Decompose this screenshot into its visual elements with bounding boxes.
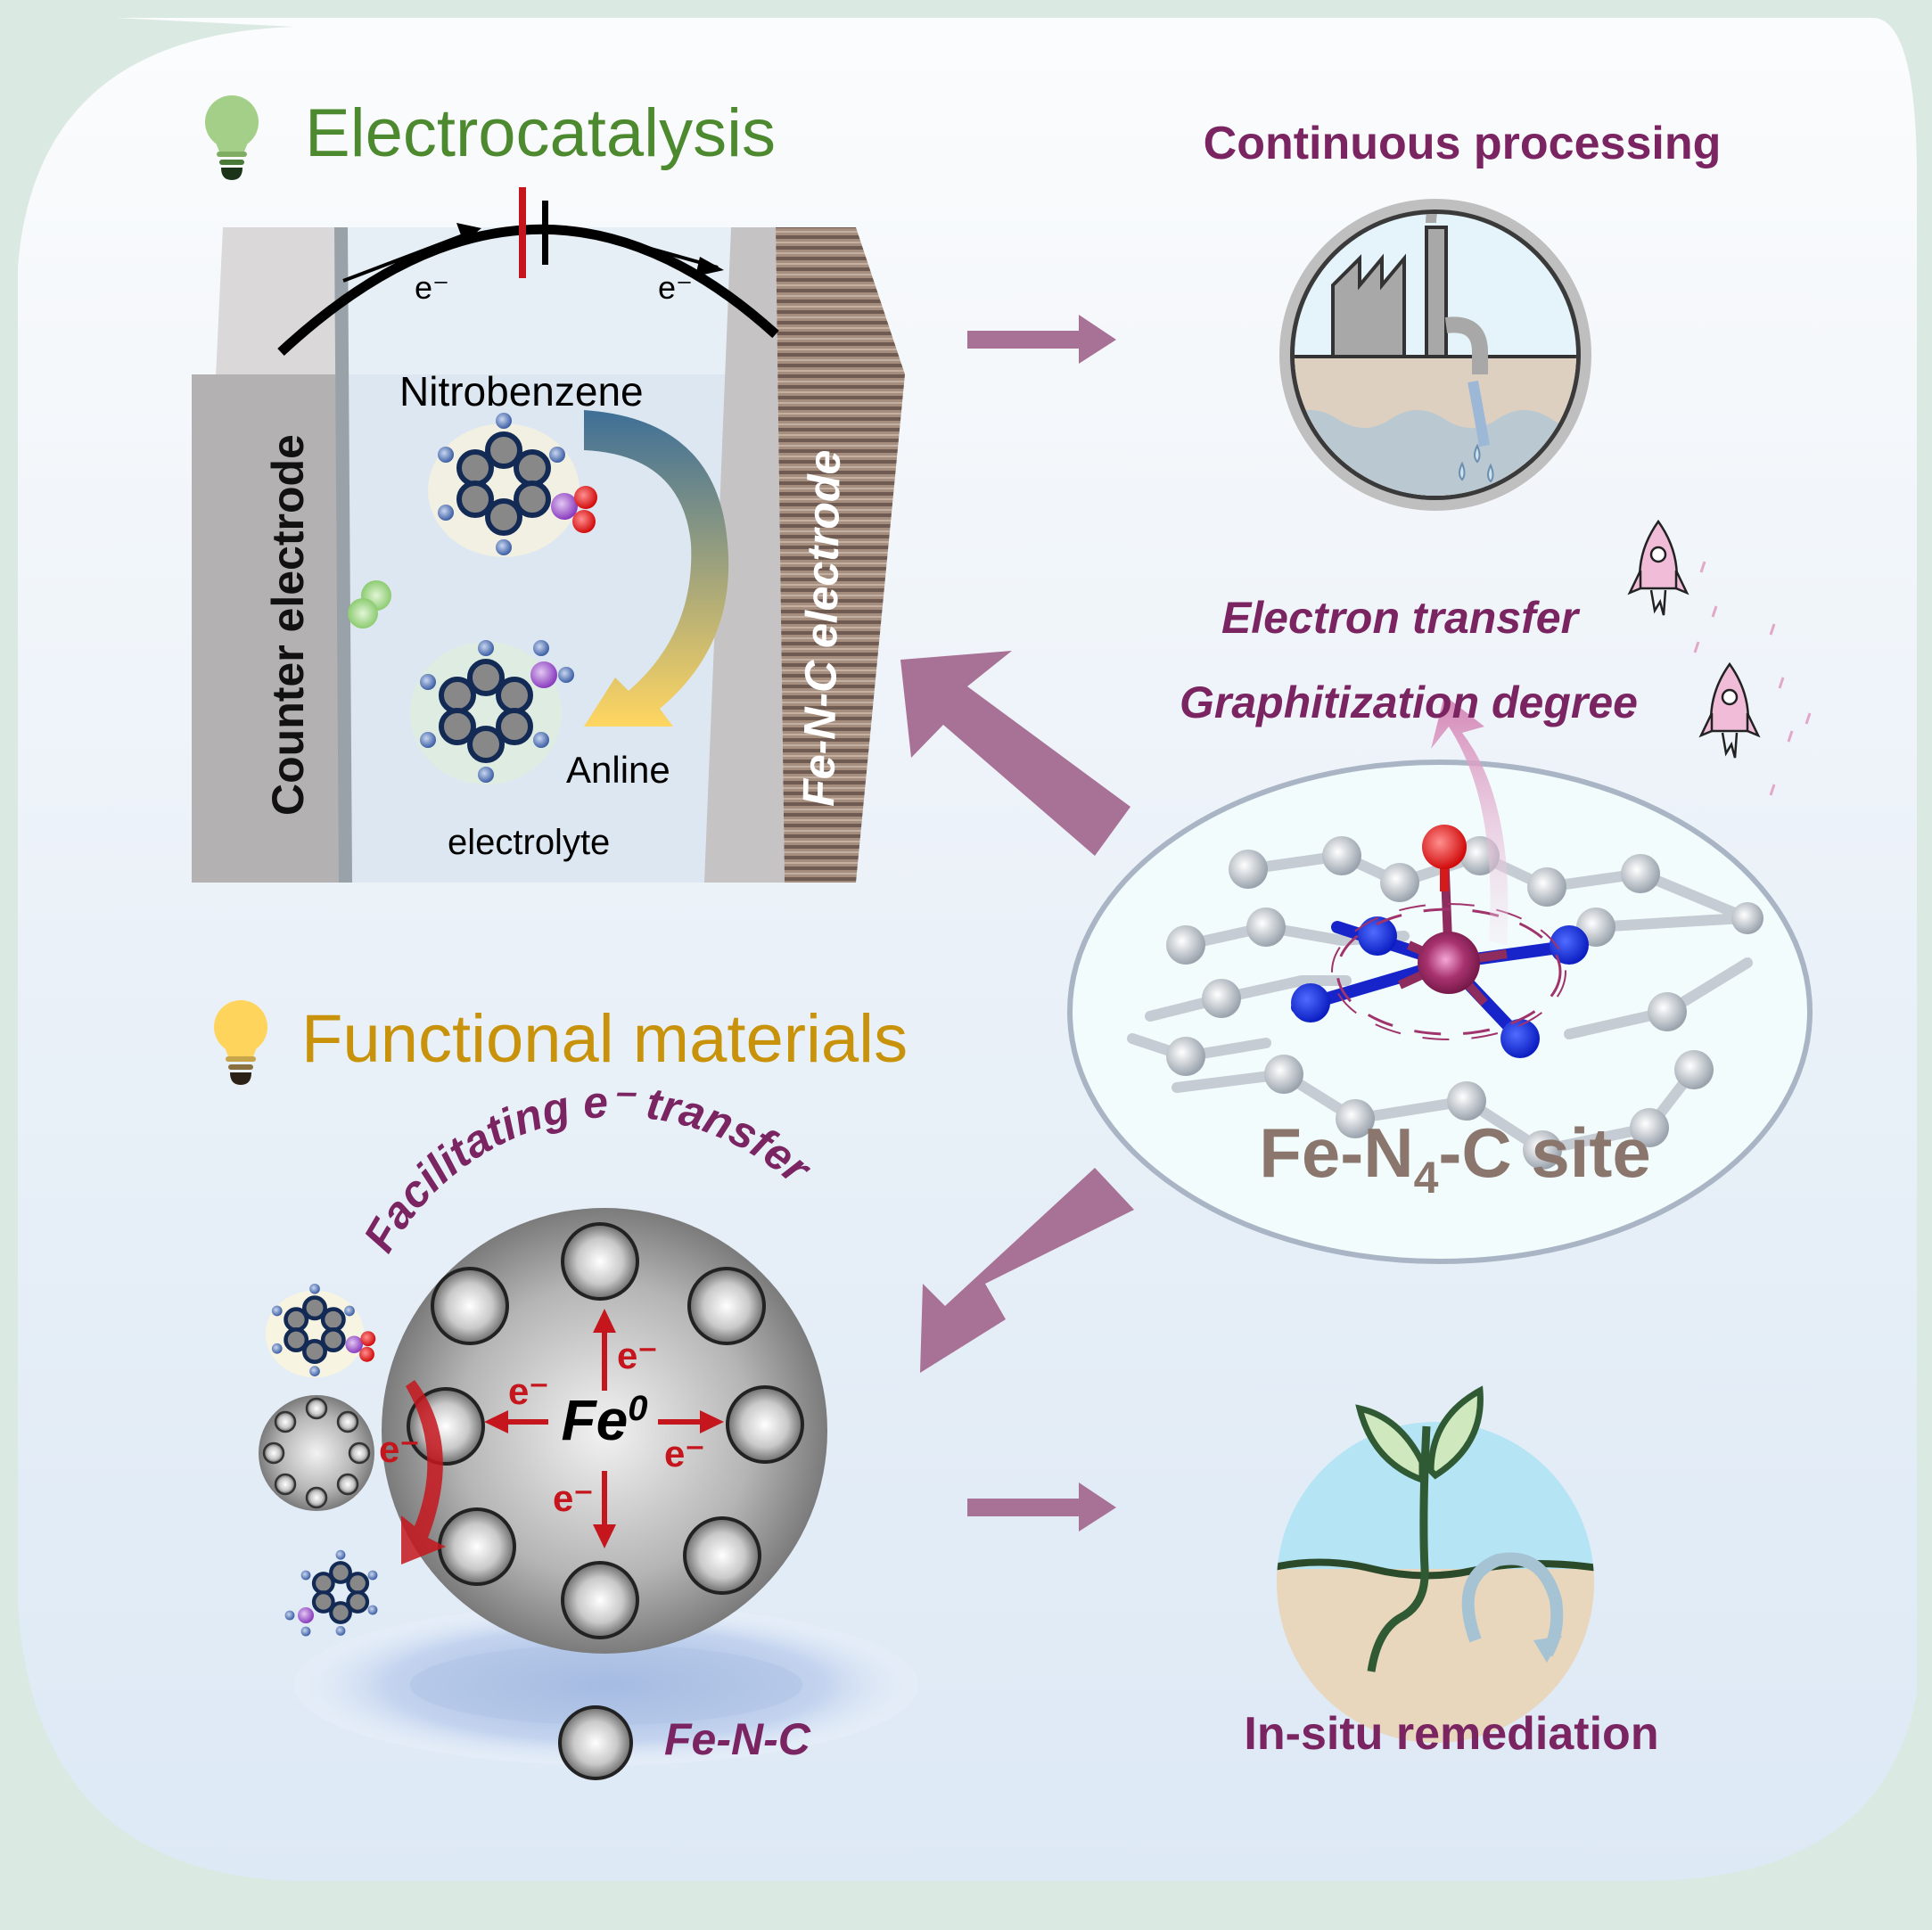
arrow-to-electrocatalysis [900,651,1130,856]
electron-label-transfer: e⁻ [379,1428,420,1470]
arrow-to-remediation [967,1482,1116,1532]
electron-label-left: e⁻ [508,1370,549,1412]
in-situ-remediation-title: In-situ remediation [1244,1708,1658,1760]
arrow-to-continuous [967,315,1116,364]
electron-flow-arrow [695,257,724,276]
factory-wastewater-icon [1279,199,1591,511]
graphitization-arrow [1431,695,1509,945]
electron-label-up: e⁻ [617,1335,658,1376]
electron-label-left: e⁻ [415,269,449,306]
functional-materials-title: Functional materials [301,1001,908,1077]
lightbulb-yellow-icon [214,1000,267,1085]
site-label: Fe-N4-C site [1259,1113,1651,1203]
electrolyte-label: electrolyte [448,823,610,862]
fenc-particles [407,1222,804,1639]
counter-electrode-label: Counter electrode [263,434,313,816]
nitrobenzene-molecule-small [265,1283,376,1378]
fe0-label: Fe0 [562,1388,648,1452]
fenc-electrode [704,227,905,883]
fenc-small-particle [259,1395,374,1511]
property-electron-transfer: Electron transfer [1221,593,1581,643]
oxygen-atom [1422,825,1467,869]
aniline-molecule-small [284,1549,378,1637]
reactant-label: Nitrobenzene [399,368,644,415]
rocket-icon [1698,661,1761,759]
arrow-to-functional-materials [920,1168,1134,1373]
electron-label-right: e⁻ [658,269,693,306]
electron-arrows [484,1309,724,1548]
hydrogen-molecule [348,580,391,628]
circuit-wire [277,224,779,357]
reduction-arrow [584,410,729,727]
lightbulb-green-icon [205,95,259,180]
electrocatalysis-title: Electrocatalysis [305,95,776,171]
battery-icon [519,187,548,278]
transfer-arrow [401,1380,446,1565]
product-label: Anline [566,749,670,791]
fenc-electrode-label: Fe-N-C electrode [793,449,850,807]
counter-electrode [192,227,352,883]
electron-flow-arrow [456,223,481,242]
speed-lines [1693,561,1812,796]
continuous-processing-title: Continuous processing [1204,118,1722,169]
fe-n4-c-structure [1127,825,1763,1170]
nitrobenzene-molecule [428,413,597,557]
electron-label-down: e⁻ [553,1477,594,1519]
rocket-icon [1627,519,1689,616]
property-graphitization-degree: Graphitization degree [1180,678,1638,727]
fenc-legend-label: Fe-N-C [664,1714,811,1764]
electron-label-right: e⁻ [664,1433,705,1474]
aniline-molecule [410,640,574,784]
fenc-legend-particle [558,1705,633,1780]
iron-atom [1418,932,1480,994]
